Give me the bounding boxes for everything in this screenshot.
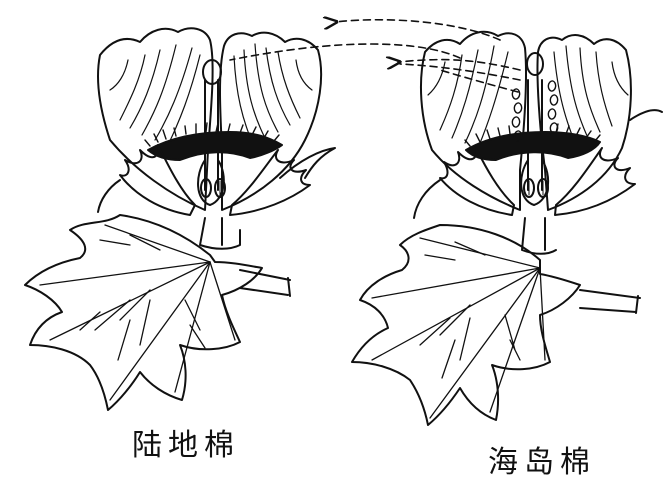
right-plant-leaf — [352, 225, 580, 425]
right-flower-right-petal — [537, 35, 630, 210]
pollination-arrow-upper — [335, 20, 500, 40]
right-flower-stigma — [527, 53, 543, 75]
right-plant-stem — [522, 218, 556, 254]
pollination-arrow-lower — [398, 60, 520, 70]
label-upland-cotton: 陆地棉 — [132, 420, 240, 464]
right-flower-dark-band — [466, 132, 600, 160]
left-plant-stem — [200, 218, 240, 249]
label-sea-island-cotton: 海岛棉 — [488, 437, 596, 481]
right-cotton-plant — [352, 32, 662, 425]
left-flower-dark-band — [148, 132, 282, 160]
left-cotton-plant — [25, 28, 335, 410]
